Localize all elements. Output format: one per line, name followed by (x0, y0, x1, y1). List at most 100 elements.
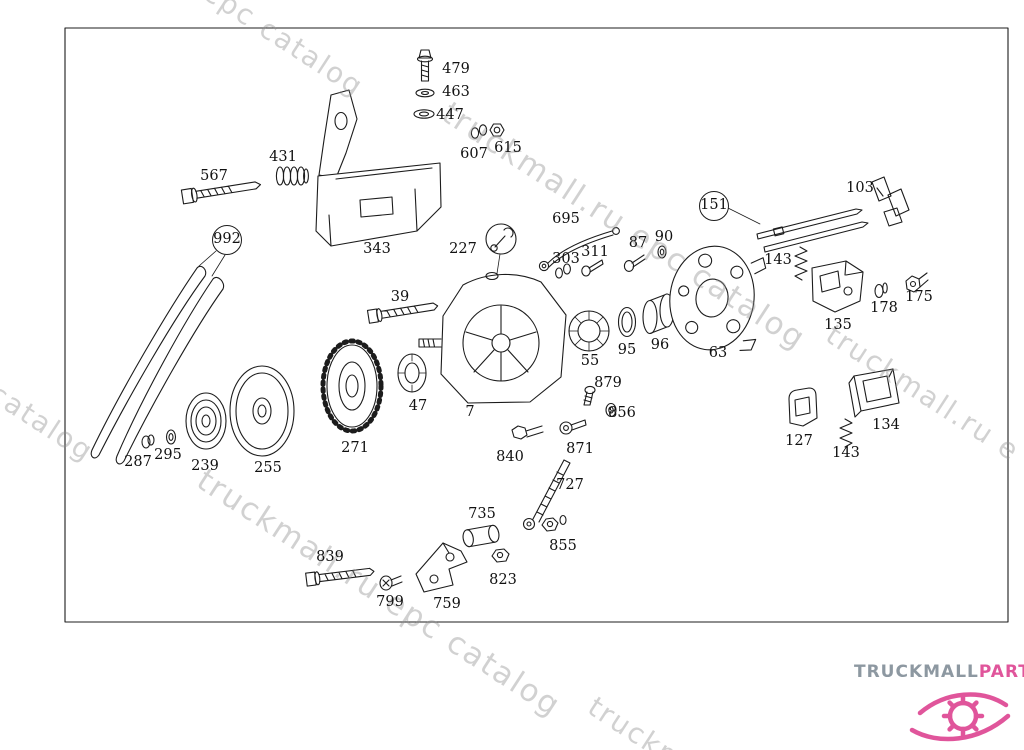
part-ring-95 (617, 306, 637, 338)
part-stud-727 (522, 459, 571, 531)
part-spring-143-upper (794, 246, 808, 281)
part-washers-303 (555, 263, 571, 279)
part-bolt-479 (416, 49, 434, 82)
part-label-823: 823 (489, 572, 517, 588)
part-label-447: 447 (436, 107, 464, 123)
part-label-567: 567 (200, 168, 228, 184)
callout-992: 992 (212, 225, 242, 255)
gear-swirl-icon (909, 692, 1011, 742)
part-label-271: 271 (341, 440, 369, 456)
part-label-607: 607 (460, 146, 488, 162)
part-label-871: 871 (566, 441, 594, 457)
part-label-799: 799 (376, 594, 404, 610)
part-nut-615 (489, 123, 505, 137)
part-screw-175 (905, 272, 929, 293)
part-fan-271 (320, 338, 384, 434)
part-spring-143-lower (839, 418, 853, 448)
part-pulley-255 (229, 365, 295, 457)
part-label-175: 175 (905, 289, 933, 305)
part-screw-840 (511, 425, 544, 440)
part-rear-housing-63 (669, 245, 767, 351)
part-label-135: 135 (824, 317, 852, 333)
part-label-855: 855 (549, 538, 577, 554)
part-bearing-55 (568, 310, 610, 352)
part-label-103: 103 (846, 180, 874, 196)
part-label-431: 431 (269, 149, 297, 165)
truckmall-logo: TRUCKMALLPARTS (854, 662, 1024, 748)
part-cable-695 (538, 227, 620, 272)
part-slip-ring-96 (642, 293, 675, 335)
part-label-178: 178 (870, 300, 898, 316)
part-bearing-47 (397, 353, 427, 393)
part-pulley-239 (185, 392, 227, 450)
part-label-840: 840 (496, 449, 524, 465)
part-screw-799 (379, 575, 403, 591)
part-label-143: 143 (764, 252, 792, 268)
part-label-87: 87 (628, 235, 648, 251)
part-bracket-759 (415, 542, 468, 593)
part-rectifier-134 (848, 368, 900, 418)
part-label-255: 255 (254, 460, 282, 476)
part-washer-856 (605, 402, 617, 418)
part-label-463: 463 (442, 84, 470, 100)
part-label-343: 343 (363, 241, 391, 257)
part-label-695: 695 (552, 211, 580, 227)
part-label-303: 303 (552, 251, 580, 267)
part-label-63: 63 (708, 345, 728, 361)
part-label-879: 879 (594, 375, 622, 391)
callout-151: 151 (699, 191, 729, 221)
part-sleeve-178 (874, 282, 888, 299)
part-label-134: 134 (872, 417, 900, 433)
part-label-239: 239 (191, 458, 219, 474)
part-label-311: 311 (581, 244, 609, 260)
diagram-frame (64, 27, 1009, 623)
part-terminal-871 (559, 419, 587, 435)
part-bushing-431 (275, 166, 309, 186)
part-label-47: 47 (408, 398, 428, 414)
part-bracket-103 (871, 176, 910, 227)
part-washer-90 (657, 245, 667, 259)
part-label-839: 839 (316, 549, 344, 565)
logo-brand: TRUCKMALL (854, 662, 979, 682)
part-label-735: 735 (468, 506, 496, 522)
part-washers-607 (470, 124, 488, 139)
part-bracket-343 (315, 89, 442, 247)
part-bolt-567 (180, 181, 262, 205)
part-label-727: 727 (556, 477, 584, 493)
part-bolt-39 (366, 302, 439, 324)
part-label-39: 39 (390, 289, 410, 305)
part-label-127: 127 (785, 433, 813, 449)
part-clamp-127 (788, 387, 818, 427)
part-label-95: 95 (617, 342, 637, 358)
part-nut-855 (541, 514, 567, 532)
part-label-615: 615 (494, 140, 522, 156)
part-rods-151 (727, 207, 869, 253)
part-label-759: 759 (433, 596, 461, 612)
part-washer-295 (165, 429, 177, 445)
part-label-96: 96 (650, 337, 670, 353)
part-label-479: 479 (442, 61, 470, 77)
part-label-287: 287 (124, 454, 152, 470)
part-bushing-735 (462, 524, 500, 548)
part-regulator-135 (811, 260, 864, 313)
part-screw-87 (623, 254, 646, 272)
part-washer-447 (413, 109, 435, 119)
part-label-143b: 143 (832, 445, 860, 461)
logo-text: TRUCKMALLPARTS (854, 662, 1024, 682)
wrench-icon (485, 223, 517, 281)
part-belts-992 (90, 250, 226, 465)
part-nut-287 (141, 434, 155, 449)
part-screw-879 (583, 385, 596, 406)
part-alternator-7 (418, 271, 567, 404)
part-label-227: 227 (449, 241, 477, 257)
part-screw-311 (581, 259, 604, 277)
part-label-7: 7 (465, 404, 475, 420)
part-label-55: 55 (580, 353, 600, 369)
part-washer-463 (415, 88, 435, 98)
part-bolt-839 (305, 567, 375, 587)
part-label-90: 90 (654, 229, 674, 245)
part-nut-823 (491, 548, 510, 563)
logo-accent: PARTS (978, 662, 1024, 682)
